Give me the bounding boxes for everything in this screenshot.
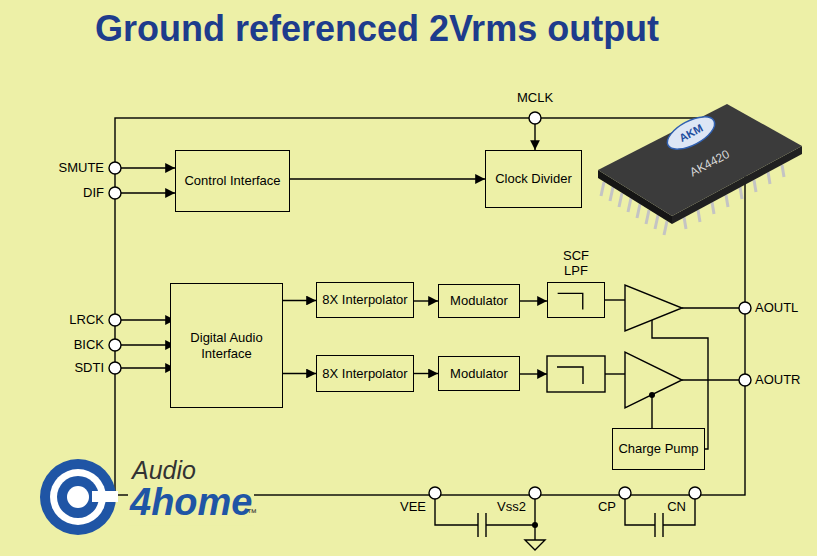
box-label: Modulator xyxy=(450,366,508,382)
pin-label: BICK xyxy=(74,338,104,353)
signal-arrow xyxy=(520,300,547,301)
pin-label: AOUTL xyxy=(755,301,798,316)
pin-label: SMUTE xyxy=(59,161,105,176)
amplifier xyxy=(625,352,682,408)
audio4home-logo xyxy=(40,459,118,535)
modulator-box: Modulator xyxy=(438,356,520,391)
charge-pump-box: Charge Pump xyxy=(612,428,705,470)
box-label: Modulator xyxy=(450,293,508,309)
box-label: Control Interface xyxy=(184,173,280,189)
lowpass-symbol xyxy=(548,283,604,317)
lowpass-symbol xyxy=(557,367,583,384)
pin-label: Vss2 xyxy=(497,500,526,515)
pin-label: VEE xyxy=(400,500,426,515)
pin-label: CP xyxy=(598,500,616,515)
box-label: Digital Audio Interface xyxy=(171,330,282,361)
logo-text: Audio xyxy=(130,456,198,485)
block-heading: SCF LPF xyxy=(559,249,593,279)
signal-arrow xyxy=(290,178,485,179)
box-label: 8X Interpolator xyxy=(322,292,407,308)
box-label: 8X Interpolator xyxy=(322,366,407,382)
capacitor xyxy=(478,513,486,537)
box-label: Clock Divider xyxy=(495,171,572,187)
capacitor xyxy=(655,513,663,537)
title: Ground referenced 2Vrms output xyxy=(95,8,659,50)
chip-illustration xyxy=(598,104,802,235)
box-label: Charge Pump xyxy=(618,441,698,457)
filter-box: SCF LPF xyxy=(547,282,605,318)
pin-label: SDTI xyxy=(74,361,104,376)
signal-arrow xyxy=(283,373,316,374)
pin-label: DIF xyxy=(83,186,104,201)
modulator-box: Modulator xyxy=(438,284,520,318)
interface-box: Digital Audio Interface xyxy=(170,283,283,408)
divider-box: Clock Divider xyxy=(485,150,582,208)
trademark: ™ xyxy=(247,507,257,519)
ground-symbol xyxy=(525,540,545,550)
interpolator-box: 8X Interpolator xyxy=(316,355,414,392)
signal-arrow xyxy=(414,373,438,374)
pin-label: MCLK xyxy=(517,91,553,106)
interpolator-box: 8X Interpolator xyxy=(316,282,414,318)
pin-label: CN xyxy=(667,500,686,515)
pin-label: AOUTR xyxy=(755,373,801,388)
signal-arrow xyxy=(414,300,438,301)
pin-label: LRCK xyxy=(69,313,104,328)
filter-box xyxy=(547,356,605,392)
signal-arrow xyxy=(283,300,316,301)
logo-text: 4home xyxy=(128,481,254,525)
interface-box: Control Interface xyxy=(175,150,290,212)
amplifier xyxy=(625,285,682,331)
